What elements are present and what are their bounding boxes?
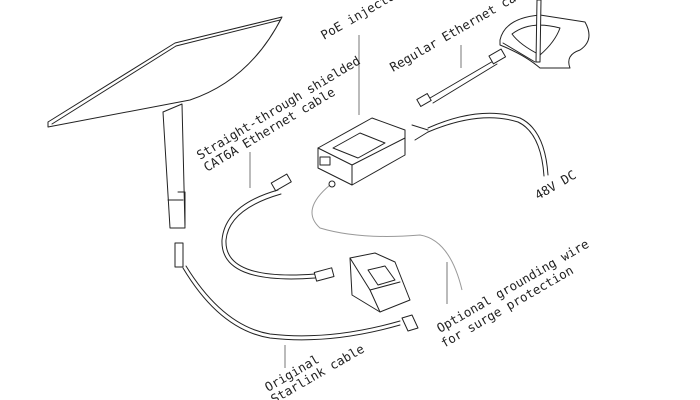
- poe-injector: [317, 117, 406, 186]
- label-grounding-line2: for surge protection: [438, 262, 576, 350]
- cat6a-ethernet-cable: [221, 173, 335, 282]
- dc-power-cable: [411, 112, 549, 177]
- router: [499, 0, 590, 69]
- starlink-cable: [174, 242, 419, 341]
- label-48v-dc: 48V DC: [532, 167, 579, 203]
- starlink-adapter: [349, 252, 411, 313]
- regular-ethernet-cable: [416, 48, 507, 107]
- label-poe-injector: PoE injector: [318, 0, 404, 43]
- label-grounding-line1: Optional grounding wire: [434, 236, 591, 336]
- grounding-wire: [311, 184, 463, 291]
- starlink-dish: [47, 16, 283, 229]
- label-cat6a-line2: CAT6A Ethernet cable: [201, 84, 338, 174]
